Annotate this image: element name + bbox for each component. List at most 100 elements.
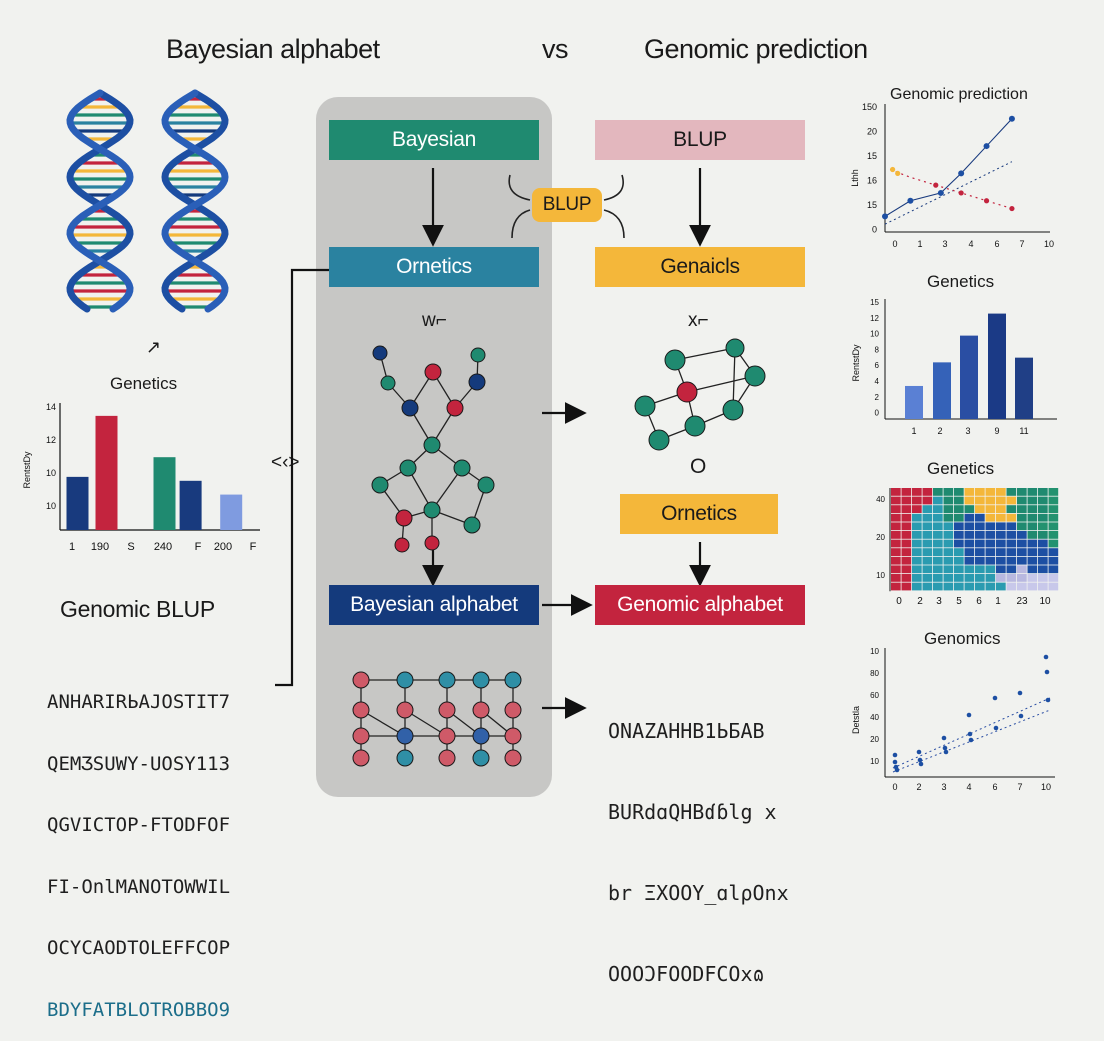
y-tick-label: 16 bbox=[867, 176, 877, 186]
x-tick-label: 0 bbox=[892, 239, 897, 249]
graph-node bbox=[684, 415, 706, 437]
heatmap-cell bbox=[1006, 556, 1017, 565]
dna-strand bbox=[66, 89, 134, 313]
o-label: O bbox=[690, 455, 707, 478]
graph-node bbox=[352, 671, 370, 689]
data-point bbox=[907, 197, 914, 204]
heatmap-cell bbox=[954, 548, 964, 556]
heatmap-cell bbox=[943, 548, 954, 556]
heatmap-cell bbox=[964, 522, 975, 531]
data-point bbox=[918, 761, 924, 767]
heatmap-cell bbox=[1048, 496, 1059, 505]
data-point bbox=[1045, 697, 1051, 703]
heatmap-cell bbox=[912, 488, 922, 496]
heatmap-cell bbox=[943, 556, 954, 565]
heatmap-cell bbox=[954, 574, 964, 582]
code-line: QGVICTOP-FTODFOF bbox=[47, 814, 231, 836]
heatmap-cell bbox=[922, 548, 933, 556]
heatmap-cell bbox=[922, 531, 933, 539]
heatmap-cell bbox=[1038, 539, 1048, 548]
heatmap-cell bbox=[975, 574, 985, 582]
heatmap-cell bbox=[1027, 548, 1038, 556]
heatmap-cell bbox=[1017, 556, 1027, 565]
heatmap-cell bbox=[1027, 488, 1038, 496]
heatmap-cell bbox=[1038, 531, 1048, 539]
heatmap-cell bbox=[943, 496, 954, 505]
heatmap-cell bbox=[901, 574, 912, 582]
bar bbox=[95, 415, 118, 530]
x-label: x⌐ bbox=[688, 310, 709, 331]
graph-node bbox=[423, 501, 441, 519]
data-point bbox=[967, 731, 973, 737]
heatmap-cell bbox=[922, 565, 933, 574]
y-tick-label: 14 bbox=[46, 402, 56, 412]
trend-line bbox=[884, 161, 1013, 225]
y-tick-label: 150 bbox=[862, 102, 877, 112]
heatmap-cell bbox=[1006, 513, 1017, 522]
code-line: QEMƷSUWY-UOSY113 bbox=[47, 752, 231, 775]
graph-node bbox=[396, 727, 414, 745]
x-tick-label: 4 bbox=[966, 782, 971, 792]
y-axis-label: Detstla bbox=[851, 706, 861, 734]
data-point bbox=[1018, 713, 1024, 719]
graph-node bbox=[453, 459, 471, 477]
graph-node bbox=[396, 701, 414, 719]
graph-edge bbox=[431, 467, 463, 511]
heatmap-cell bbox=[975, 565, 985, 574]
graph-node bbox=[438, 701, 456, 719]
heatmap-cell bbox=[985, 505, 996, 513]
graph-node bbox=[380, 375, 396, 391]
series-line bbox=[889, 168, 1013, 210]
heatmap-cell bbox=[975, 531, 985, 539]
heatmap-cell bbox=[996, 496, 1006, 505]
heatmap-cell bbox=[1038, 496, 1048, 505]
heatmap-cell bbox=[943, 582, 954, 591]
y-axis-label: Lthh bbox=[850, 169, 860, 187]
chart2-title: Genetics bbox=[927, 272, 995, 291]
genetics-label-left: Genetics bbox=[110, 374, 178, 393]
heatmap-cell bbox=[891, 539, 901, 548]
graph-node bbox=[424, 363, 442, 381]
data-point bbox=[1017, 690, 1023, 696]
bar bbox=[1015, 357, 1033, 419]
heatmap-cell bbox=[943, 513, 954, 522]
heatmap-cell bbox=[1048, 582, 1059, 591]
blup-badge: BLUP bbox=[532, 188, 602, 222]
data-point bbox=[992, 695, 998, 701]
y-tick-label: 80 bbox=[870, 669, 879, 678]
heatmap-cell bbox=[964, 548, 975, 556]
graph-node bbox=[472, 749, 490, 767]
y-tick-label: 20 bbox=[876, 533, 885, 542]
heatmap-cell bbox=[933, 548, 943, 556]
heatmap-cell bbox=[891, 513, 901, 522]
heatmap-cell bbox=[901, 582, 912, 591]
heatmap-cell bbox=[901, 505, 912, 513]
bar bbox=[220, 494, 243, 530]
heatmap-cell bbox=[1038, 548, 1048, 556]
y-tick-label: 10 bbox=[46, 501, 56, 511]
data-point bbox=[966, 712, 972, 718]
x-tick-label: 240 bbox=[154, 541, 172, 553]
data-point bbox=[882, 213, 888, 220]
heatmap-cell bbox=[912, 513, 922, 522]
heatmap-cell bbox=[1006, 574, 1017, 582]
code-line: OCYCAODTOLEFFCOP bbox=[47, 937, 231, 959]
genomic-alphabet-box: Genomic alphabet bbox=[595, 585, 805, 625]
heatmap-cell bbox=[964, 574, 975, 582]
heatmap-cell bbox=[933, 539, 943, 548]
x-tick-label: 11 bbox=[1019, 426, 1028, 436]
heatmap-cell bbox=[1006, 488, 1017, 496]
heatmap-cell bbox=[901, 513, 912, 522]
heatmap-cell bbox=[996, 574, 1006, 582]
x-tick-label: 9 bbox=[994, 426, 999, 436]
heatmap-cell bbox=[954, 565, 964, 574]
heatmap-cell bbox=[1048, 556, 1059, 565]
bayesian-box: Bayesian bbox=[329, 120, 539, 160]
x-tick-label: 3 bbox=[941, 782, 946, 792]
heatmap-cell bbox=[975, 582, 985, 591]
heatmap-cell bbox=[1017, 539, 1027, 548]
heatmap-cell bbox=[912, 574, 922, 582]
